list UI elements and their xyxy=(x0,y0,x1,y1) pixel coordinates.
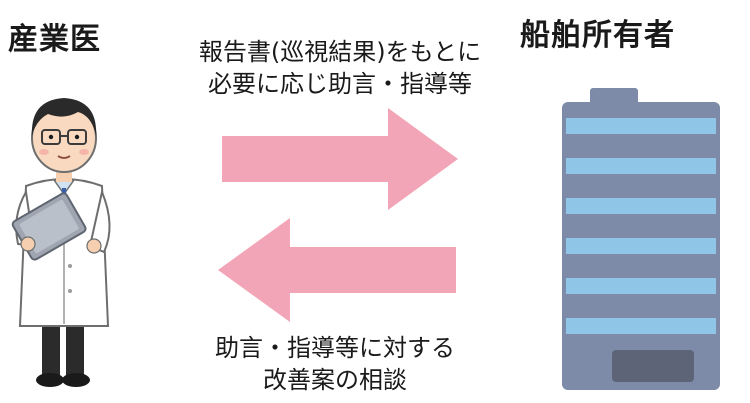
improvement-consultation-caption-line-1: 助言・指導等に対する xyxy=(215,334,455,362)
improvement-consultation-caption: 助言・指導等に対する 改善案の相談 xyxy=(150,332,520,396)
left-arrow-shape xyxy=(218,218,456,322)
report-advice-caption-line-2: 必要に応じ助言・指導等 xyxy=(208,70,472,98)
office-building-icon xyxy=(562,88,720,390)
improvement-consultation-caption-line-2: 改善案の相談 xyxy=(263,366,407,394)
report-advice-caption-line-1: 報告書(巡視結果)をもとに xyxy=(198,38,482,66)
left-arrow-icon xyxy=(218,218,456,322)
occupational-physician-label: 産業医 xyxy=(8,22,101,57)
report-advice-caption: 報告書(巡視結果)をもとに 必要に応じ助言・指導等 xyxy=(150,36,530,100)
right-arrow-shape xyxy=(222,108,458,210)
doctor-icon xyxy=(11,98,111,387)
right-arrow-icon xyxy=(222,108,458,210)
shipowner-label: 船舶所有者 xyxy=(520,18,675,53)
